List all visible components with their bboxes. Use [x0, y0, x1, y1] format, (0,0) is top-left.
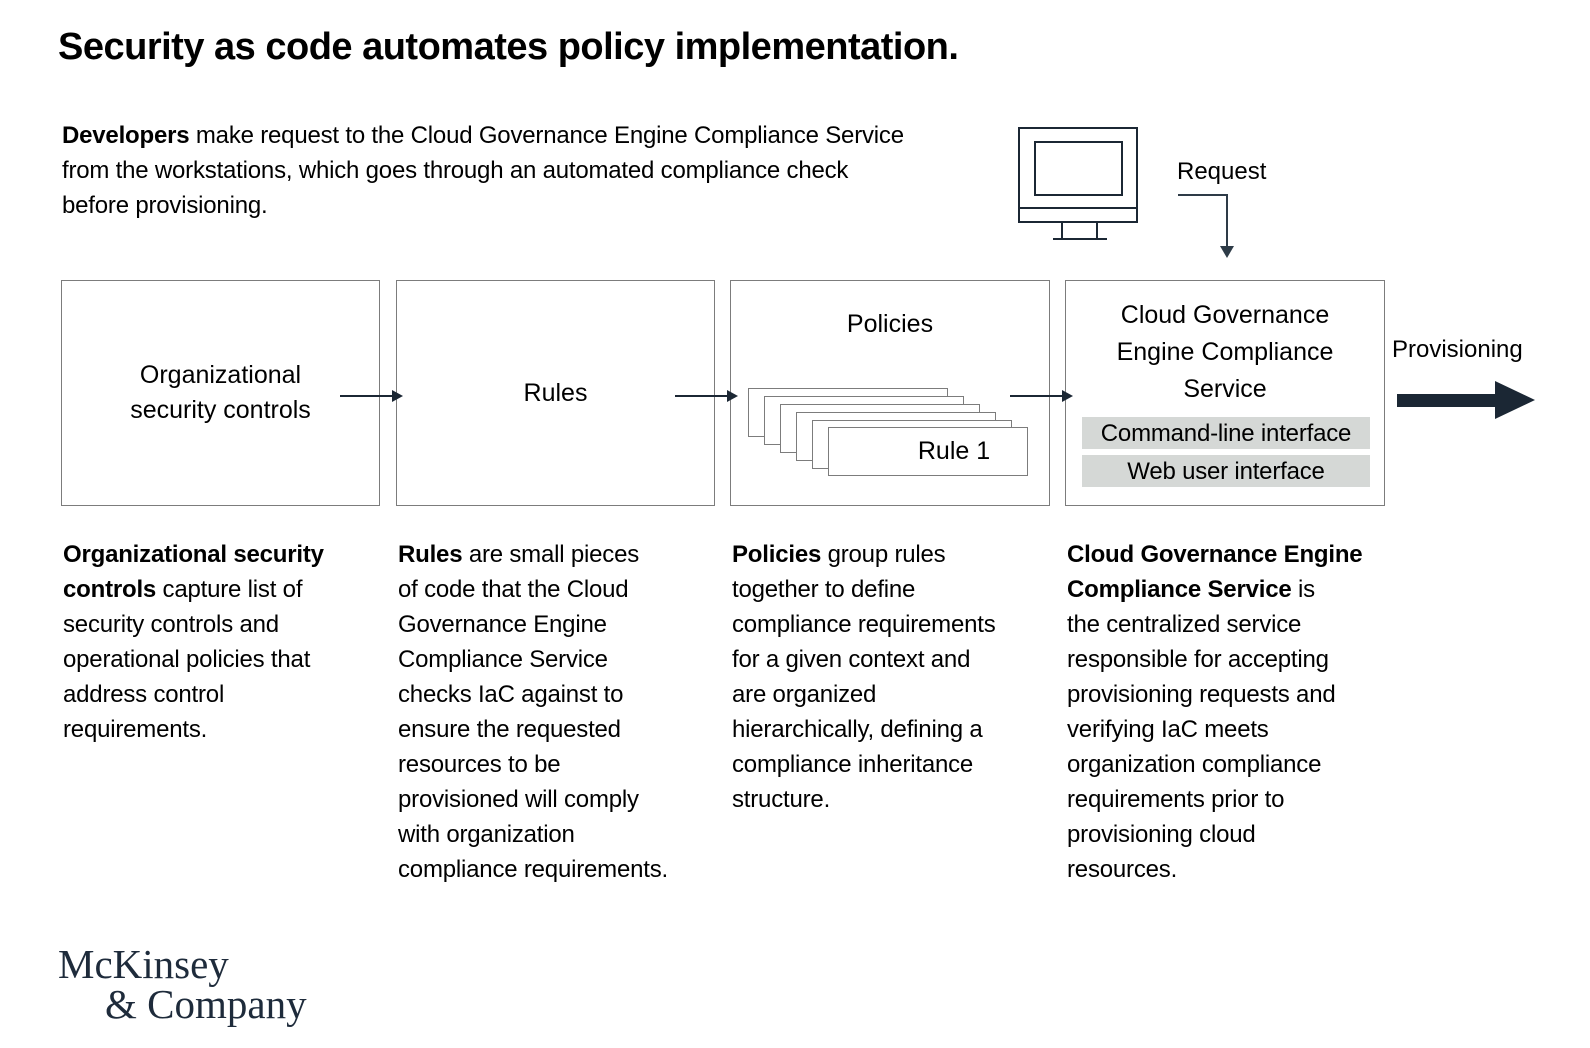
description-rest: is the centralized service responsible f…: [1067, 576, 1336, 883]
intro-rest: make request to the Cloud Governance Eng…: [62, 122, 904, 219]
logo-line2: & Company: [105, 981, 307, 1027]
interface-bar-label: Web user interface: [1127, 457, 1325, 485]
provisioning-arrow-head-icon: [1495, 381, 1535, 419]
rule-card: Rule 1: [828, 427, 1028, 476]
monitor-stand-base: [1053, 238, 1107, 240]
rule-card-label: Rule 1: [917, 437, 991, 465]
request-arrow-vertical: [1226, 194, 1228, 246]
web-user-interface-bar: Web user interface: [1082, 455, 1370, 487]
flow-box-label: Policies: [846, 310, 934, 338]
flow-arrow-1: [340, 395, 392, 397]
provisioning-label: Provisioning: [1392, 336, 1523, 363]
flow-box-organizational-security-controls: Organizational security controls: [61, 280, 380, 506]
interface-bar-label: Command-line interface: [1100, 419, 1352, 447]
description-policies: Policies group rules together to define …: [732, 537, 996, 817]
monitor-chin-line: [1020, 207, 1136, 209]
request-arrow-horizontal: [1178, 194, 1226, 196]
page-title: Security as code automates policy implem…: [58, 26, 959, 68]
description-rest: group rules together to define complianc…: [732, 541, 996, 813]
request-arrow-head-icon: [1220, 246, 1234, 258]
intro-paragraph: Developers make request to the Cloud Gov…: [62, 118, 904, 223]
description-lead: Organizational security controls: [63, 541, 324, 603]
description-cloud-governance-engine: Cloud Governance Engine Compliance Servi…: [1067, 537, 1363, 887]
logo-line1: McKinsey: [58, 941, 229, 987]
provisioning-arrow-shaft: [1397, 394, 1497, 407]
monitor-screen: [1034, 141, 1123, 196]
flow-box-label: Organizational security controls: [130, 361, 311, 424]
description-lead: Policies: [732, 541, 822, 568]
mckinsey-company-logo: McKinsey & Company: [58, 941, 307, 1027]
flow-box-label: Cloud Governance Engine Compliance Servi…: [1116, 301, 1334, 403]
description-rest: capture list of security controls and op…: [63, 576, 311, 743]
flow-box-label: Rules: [523, 378, 588, 407]
description-rules: Rules are small pieces of code that the …: [398, 537, 668, 887]
request-label: Request: [1177, 158, 1267, 185]
workstation-monitor-icon: [1018, 127, 1138, 241]
flow-arrow-2-head-icon: [727, 390, 738, 402]
flow-arrow-3: [1010, 395, 1062, 397]
flow-arrow-1-head-icon: [392, 390, 403, 402]
flow-box-cloud-governance-engine: Cloud Governance Engine Compliance Servi…: [1065, 280, 1385, 506]
monitor-stand-neck: [1061, 223, 1098, 238]
description-lead: Cloud Governance Engine Compliance Servi…: [1067, 541, 1363, 603]
intro-lead: Developers: [62, 122, 190, 149]
description-rest: are small pieces of code that the Cloud …: [398, 541, 668, 883]
flow-arrow-3-head-icon: [1062, 390, 1073, 402]
description-lead: Rules: [398, 541, 463, 568]
command-line-interface-bar: Command-line interface: [1082, 417, 1370, 449]
description-organizational-security-controls: Organizational security controls capture…: [63, 537, 324, 747]
flow-box-rules: Rules: [396, 280, 715, 506]
flow-arrow-2: [675, 395, 727, 397]
